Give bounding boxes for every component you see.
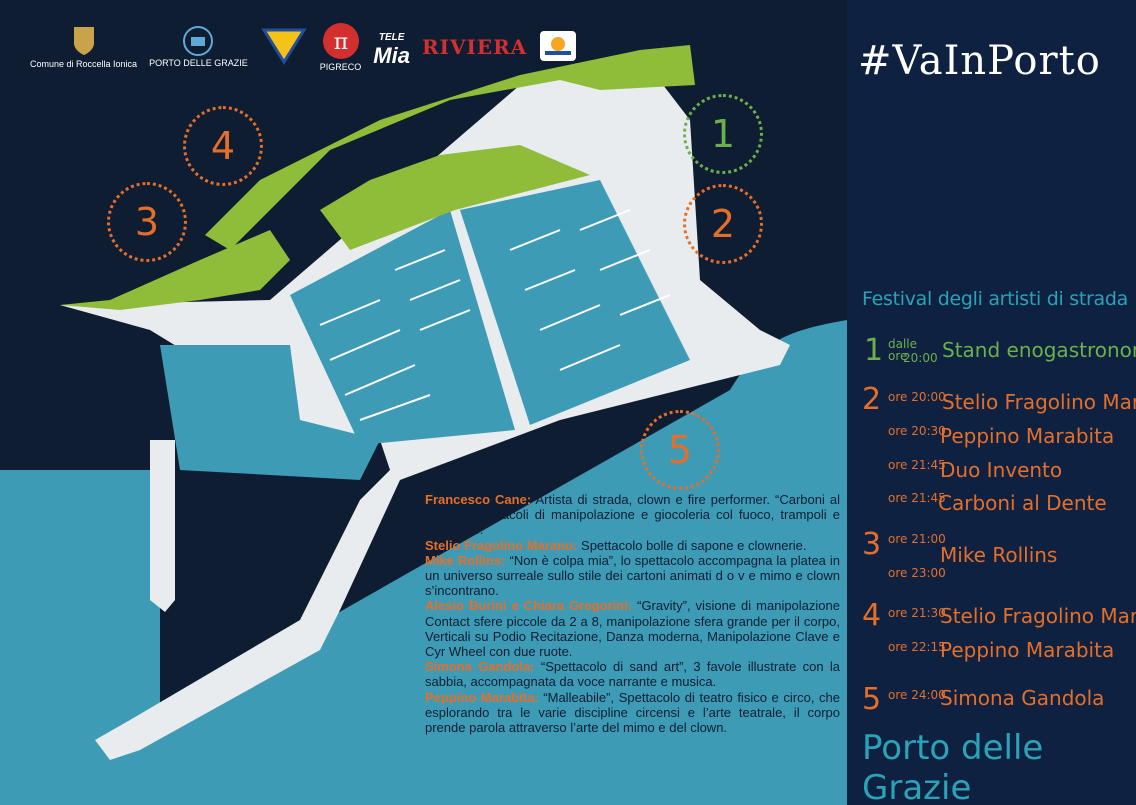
sea [0, 320, 847, 805]
artist-name-5: Simona Gandola: [425, 659, 535, 675]
schedule-4-num: 4 [862, 598, 882, 633]
pi-icon: π [322, 23, 359, 59]
schedule-2-time-2: ore 20:30 [888, 424, 946, 438]
artist-text-6: “Malleabile”, Spettacolo di teatro fisic… [425, 689, 841, 736]
footer-title: Porto delle Grazie [862, 728, 1044, 805]
docks [319, 209, 671, 421]
triangle-icon [261, 28, 307, 65]
map-marker-5: 5 [640, 410, 720, 490]
artist-name-1: Francesco Cane: [425, 492, 532, 507]
map-marker-2: 2 [683, 184, 763, 264]
schedule-4-act-2: Peppino Marabita [940, 638, 1115, 662]
comune-label: Comune di Roccella Ionica [30, 59, 138, 69]
sea-left [0, 470, 160, 805]
schedule-4-time-1: ore 21:30 [888, 606, 946, 620]
basin [160, 345, 380, 480]
telemia-top: TELE [378, 32, 405, 43]
porto-grazie-logo: PORTO DELLE GRAZIE [149, 26, 248, 68]
schedule-2-time-4: ore 21:45 [888, 491, 946, 505]
riviera-logo: RIVIERA [421, 35, 528, 59]
artist-name-6: Peppino Marabita: [425, 689, 539, 705]
artist-text-5: “Spettacolo di sand art”, 3 favole illus… [425, 659, 841, 690]
artist-text-4: “Gravity”, visione di manipolazione Cont… [425, 598, 840, 660]
schedule-1-time: 20:00 [903, 351, 938, 365]
porto-grazie-label: PORTO DELLE GRAZIE [149, 58, 248, 68]
schedule-3-act-1: Mike Rollins [940, 543, 1058, 567]
artist-text-1: Artista di strada, clown e fire performe… [425, 492, 841, 538]
schedule-1-prefix: dalle ore [888, 337, 918, 363]
artist-name-4: Alesio Burini e Chiara Gregorini: [425, 598, 633, 614]
left-jetty [150, 440, 175, 612]
schedule-2-num: 2 [862, 382, 882, 417]
schedule-4-act-1: Stelio Fragolino Marano [940, 604, 1136, 628]
comune-logo: Comune di Roccella Ionica [30, 25, 137, 69]
sponsor-logos: Comune di Roccella Ionica PORTO DELLE GR… [30, 22, 577, 72]
schedule-2-act-1: Stelio Fragolino Marano [942, 390, 1136, 414]
schedule-5-act-1: Simona Gandola [940, 686, 1105, 710]
bounce-logo [260, 26, 308, 68]
pigreco-label: PIGRECO [319, 62, 362, 72]
schedule-2-act-2: Peppino Marabita [940, 424, 1115, 448]
schedule-2-act-4: Carboni al Dente [938, 491, 1107, 515]
svg-text:π: π [333, 30, 347, 55]
schedule-3-num: 3 [862, 527, 882, 562]
temple-icon [183, 26, 214, 56]
artist-name-3: Mike Rollins: [425, 552, 506, 568]
schedule-3-time-1: ore 21:00 [888, 532, 946, 546]
map-marker-4: 4 [183, 106, 263, 186]
telemia-main: Mia [373, 43, 410, 68]
schedule-2-time-1: ore 20:00 [888, 390, 946, 404]
map-marker-1: 1 [683, 94, 763, 174]
schedule-5-num: 5 [862, 682, 882, 717]
map-marker-3: 3 [107, 182, 187, 262]
schedule-3-time-2: ore 23:00 [888, 566, 946, 580]
grass-center [320, 145, 590, 250]
sun-badge-icon [540, 31, 577, 61]
coat-of-arms-icon [73, 27, 94, 55]
marina-west [290, 210, 515, 445]
schedule-1-num: 1 [864, 333, 884, 368]
roccella-logo [539, 30, 577, 64]
telemia-logo: TELE Mia [373, 29, 410, 68]
artist-text-3: “Non è colpa mia”, lo spettacolo accompa… [425, 552, 840, 599]
artist-name-2: Stelio Fragolino Marano: [425, 537, 578, 553]
schedule-1-act: Stand enogastronomici [942, 338, 1136, 362]
hashtag-title: #VaInPorto [858, 38, 1101, 84]
marina-east [460, 180, 690, 425]
sidebar [847, 0, 1136, 805]
artist-text-2: Spettacolo bolle di sapone e clownerie. [577, 537, 807, 553]
schedule-5-time-1: ore 24:00 [888, 688, 946, 702]
artist-descriptions: Francesco Cane: Artista di strada, clown… [425, 492, 840, 735]
schedule-2-act-3: Duo Invento [940, 458, 1063, 482]
grass-west [60, 230, 290, 310]
pigreco-logo: π PIGRECO [319, 22, 362, 72]
grass-north [205, 45, 695, 250]
schedule-2-time-3: ore 21:45 [888, 458, 946, 472]
schedule-4-time-2: ore 22:15 [888, 640, 946, 654]
festival-subtitle: Festival degli artisti di strada [862, 288, 1128, 310]
